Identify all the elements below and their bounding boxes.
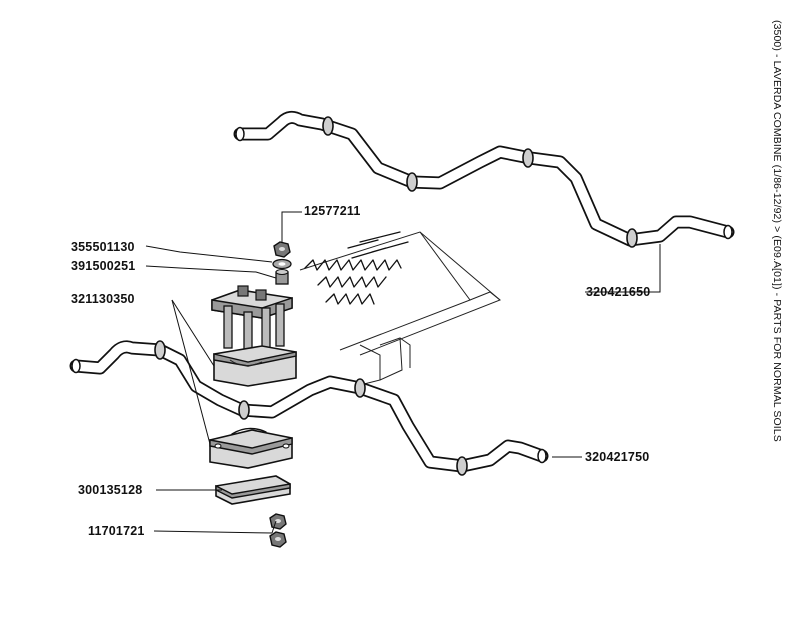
lower-clamp-block (209, 427, 293, 469)
upper-crank-rod (233, 110, 735, 248)
spacer (275, 269, 289, 285)
upper-clamp-plate (211, 285, 293, 355)
label-bottom-plate: 300135128 (78, 483, 143, 497)
machine-housing (299, 231, 501, 386)
bottom-nuts (269, 513, 287, 548)
label-clamp-block: 321130350 (71, 292, 135, 306)
washer (272, 258, 292, 270)
page-side-title: (3500) - LAVERDA COMBINE (1/86-12/92) > … (771, 20, 783, 442)
spring-tines (304, 231, 409, 305)
label-rod-upper: 320421650 (586, 285, 651, 299)
lower-crank-rod (69, 340, 549, 476)
top-nut (273, 241, 291, 258)
label-spacer: 391500251 (71, 259, 136, 273)
label-nut-bottom: 11701721 (88, 524, 145, 538)
leader-lines (145, 211, 661, 534)
bottom-plate (215, 475, 291, 505)
label-washer: 355501130 (71, 240, 135, 254)
upper-clamp-block (213, 345, 297, 387)
label-nut-top: 12577211 (304, 204, 361, 218)
label-rod-lower: 320421750 (585, 450, 650, 464)
